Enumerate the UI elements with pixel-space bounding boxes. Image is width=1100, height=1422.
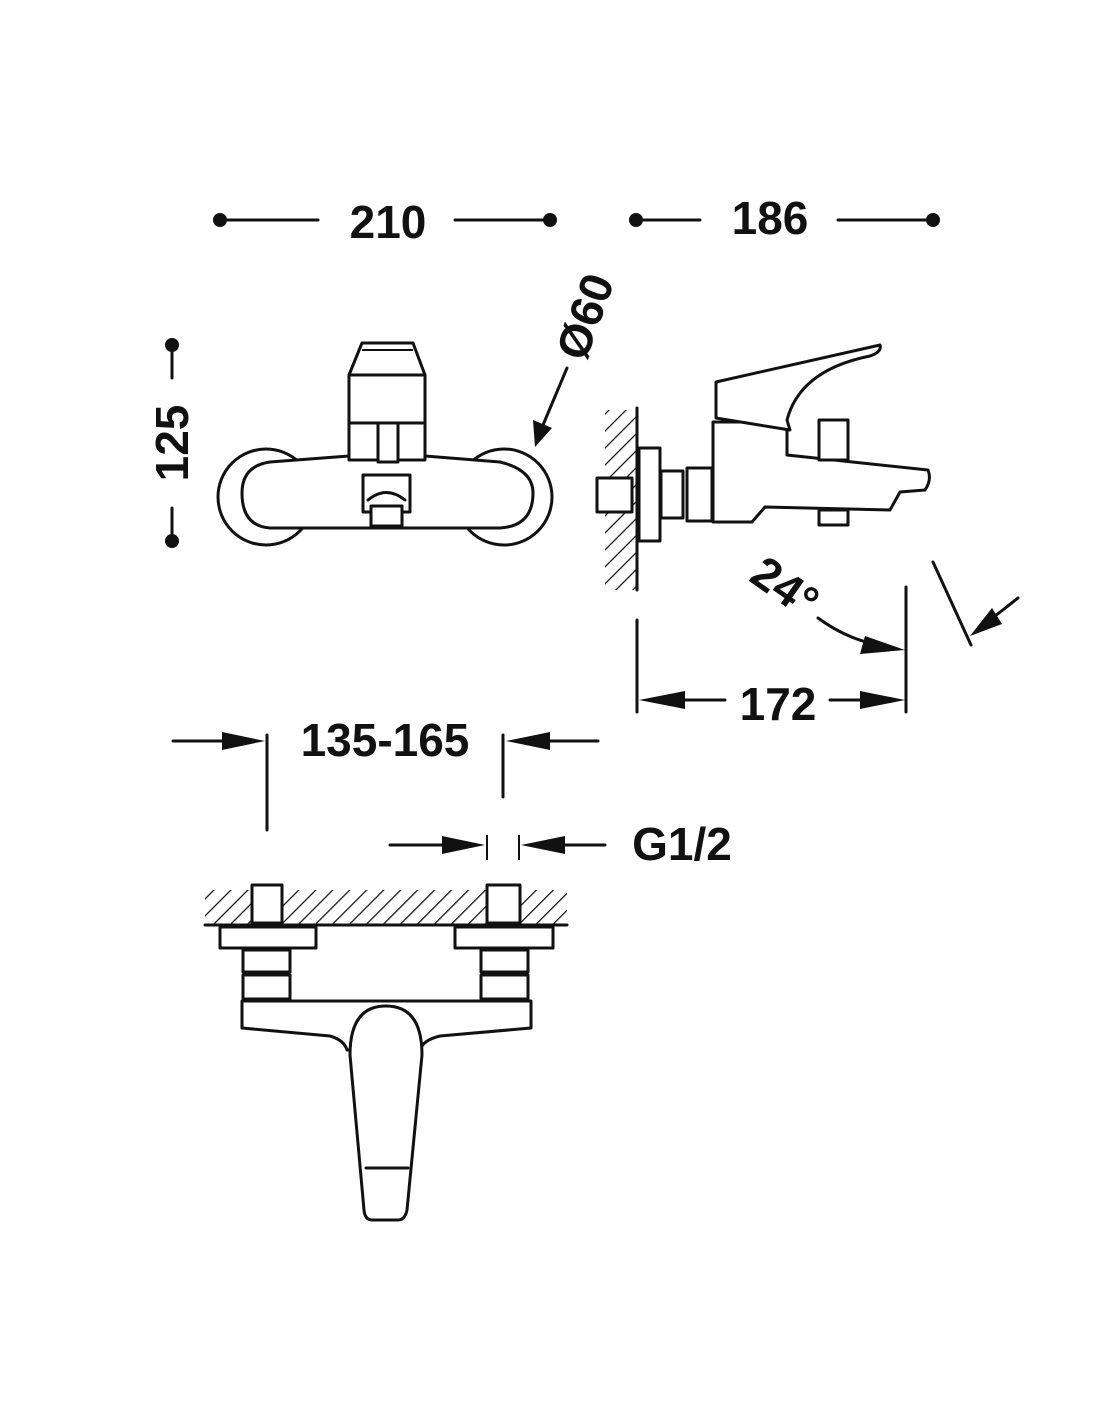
dimension-reach-172: 172 <box>635 585 908 730</box>
dimension-depth-186: 186 <box>629 192 940 244</box>
dimension-label-135-165: 135-165 <box>301 714 470 766</box>
front-view <box>216 341 554 547</box>
side-view <box>595 343 931 592</box>
dimension-label-angle: 24° <box>742 546 829 628</box>
dimension-label-172: 172 <box>740 678 817 730</box>
top-view <box>203 883 569 1222</box>
dimension-inlet-spacing: 135-165 <box>171 714 600 832</box>
dimension-label-g12: G1/2 <box>632 818 732 870</box>
dimension-height-125: 125 <box>146 338 198 548</box>
dimension-label-186: 186 <box>732 192 809 244</box>
dimension-label-210: 210 <box>350 196 427 248</box>
dimension-width-210: 210 <box>213 196 557 248</box>
dimension-thread: G1/2 <box>388 818 732 870</box>
dimension-label-diameter: Ø60 <box>546 267 625 366</box>
dimension-label-125: 125 <box>146 405 198 482</box>
dimension-angle-24: 24° <box>742 546 1020 654</box>
